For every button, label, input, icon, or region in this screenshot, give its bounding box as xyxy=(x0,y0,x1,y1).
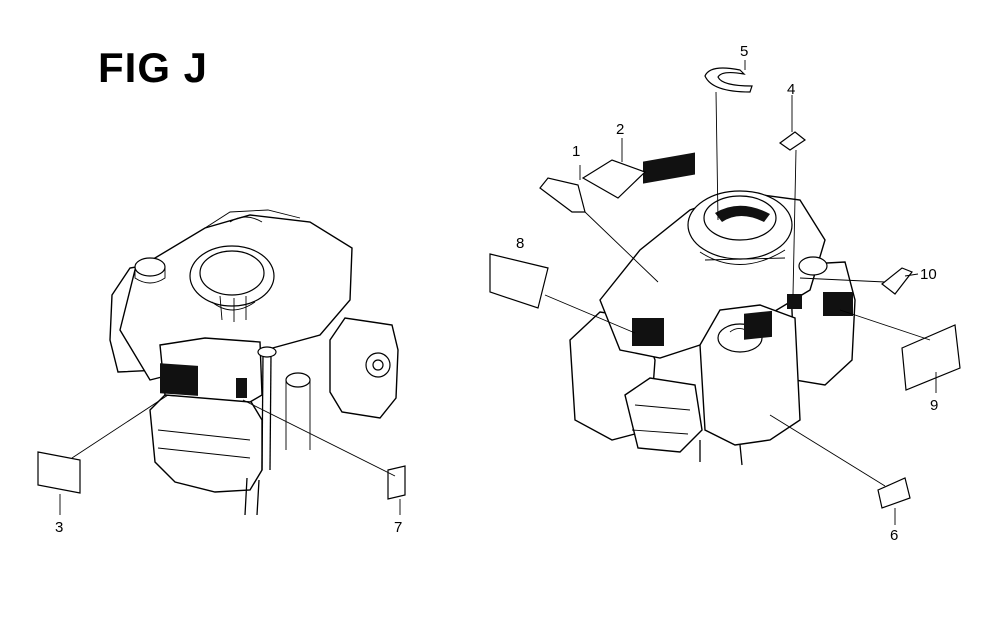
callout-1: 1 xyxy=(572,143,580,160)
decal-8 xyxy=(489,253,549,309)
callout-9: 9 xyxy=(930,397,938,414)
decal-9 xyxy=(901,324,961,391)
callout-4: 4 xyxy=(787,81,795,98)
callout-2: 2 xyxy=(616,121,624,138)
decal-2 xyxy=(581,159,647,199)
callout-7: 7 xyxy=(394,519,402,536)
callout-8: 8 xyxy=(516,235,524,252)
figure-title: FIG J xyxy=(98,44,209,91)
decal-3 xyxy=(37,451,81,494)
decal-1 xyxy=(539,177,586,213)
decal-7 xyxy=(387,465,406,500)
decal-10 xyxy=(881,267,913,295)
decal-6 xyxy=(877,477,911,509)
callout-5: 5 xyxy=(740,43,748,60)
decal-4 xyxy=(778,131,807,151)
decal-5 xyxy=(704,67,753,93)
callout-10: 10 xyxy=(920,266,937,283)
engine-left xyxy=(109,209,399,516)
callout-3: 3 xyxy=(55,519,63,536)
callout-6: 6 xyxy=(890,527,898,544)
engine-right xyxy=(569,152,856,466)
